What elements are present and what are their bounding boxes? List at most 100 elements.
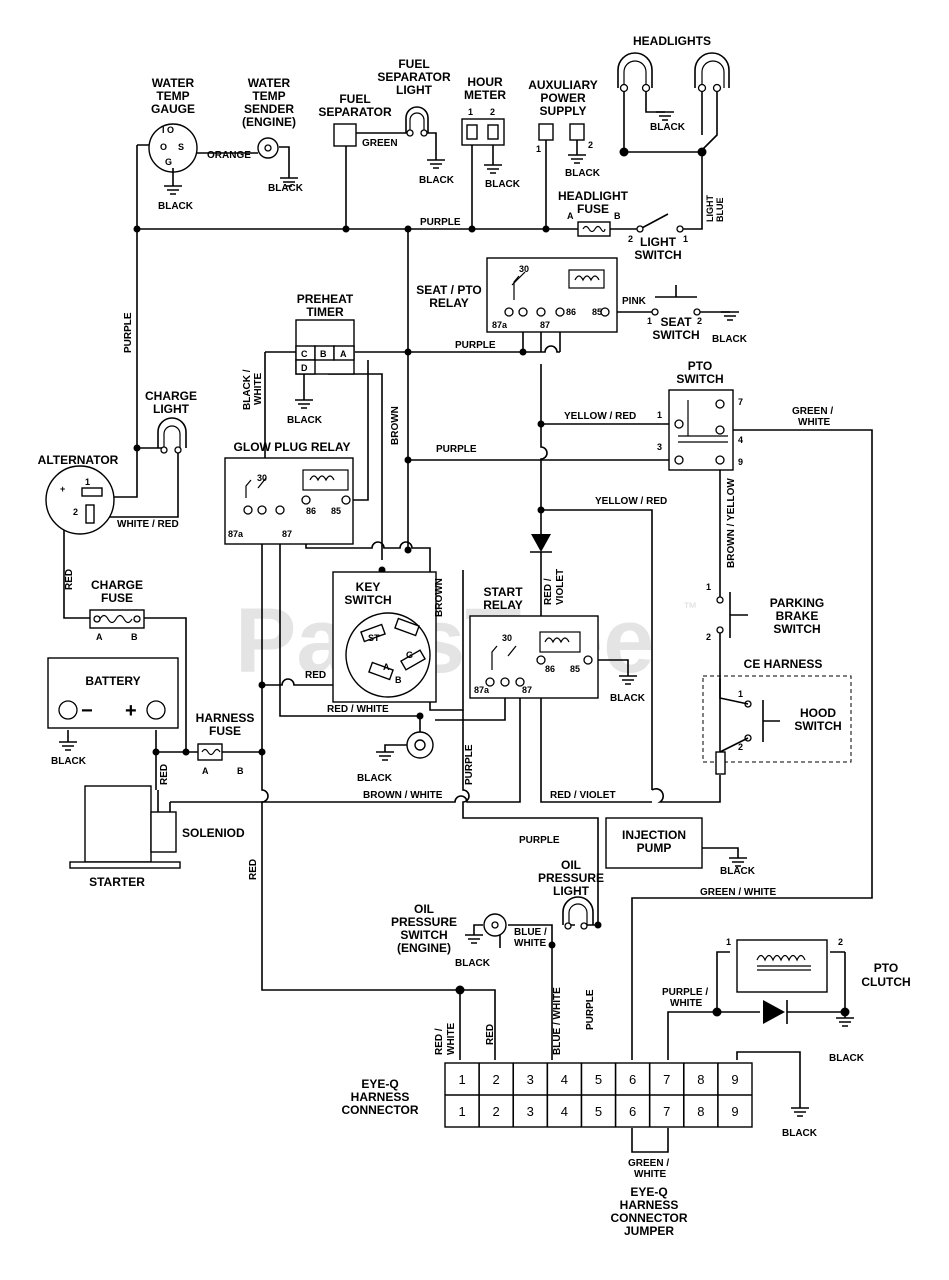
spr-label-1: SEAT / PTO <box>416 283 482 297</box>
ss-pin-1: 1 <box>647 316 652 326</box>
pto-pin-7: 7 <box>738 397 743 407</box>
ground-symbols <box>59 111 854 1117</box>
wire-label-orange: ORANGE <box>207 150 251 161</box>
glow-plug-relay: 30 87a 87 86 85 GLOW PLUG RELAY <box>224 440 354 545</box>
sender-label-3: SENDER <box>244 102 294 116</box>
diode <box>530 534 552 553</box>
wire-label-yellow-red: YELLOW / RED <box>595 496 667 507</box>
ks-pin-g: G <box>406 650 413 660</box>
cf-pin-b: B <box>131 632 138 642</box>
fuel-separator: FUEL SEPARATOR GREEN <box>318 92 397 149</box>
ss-pin-2: 2 <box>697 316 702 326</box>
cf-label-1: CHARGE <box>91 578 143 592</box>
gpr-pin-87: 87 <box>282 529 292 539</box>
wire-label-red-white: WHITE <box>446 1022 457 1055</box>
pb-pin-2: 2 <box>706 632 711 642</box>
ss-label-2: SWITCH <box>652 328 699 342</box>
harness-fuse: A B HARNESS FUSE <box>196 711 255 776</box>
start-relay: 30 87a 87 86 85 START RELAY <box>469 585 599 699</box>
wire-label-brown: BROWN <box>434 578 445 617</box>
pb-label-2: BRAKE <box>776 609 819 623</box>
pt-pin-c: C <box>301 349 308 359</box>
clutch-pin-2: 2 <box>838 937 843 947</box>
watermark-tm: ™ <box>683 599 697 615</box>
oil-pressure-switch: OIL PRESSURE SWITCH (ENGINE) <box>391 902 507 955</box>
wire-label-blue-white: BLUE / <box>514 927 547 938</box>
water-temp-gauge: I O O S G WATER TEMP GAUGE <box>148 76 198 186</box>
connector-pin-bottom-5: 5 <box>595 1104 602 1119</box>
hm-pin-1: 1 <box>468 107 473 117</box>
key-switch: ST G B A KEY SWITCH <box>332 571 437 703</box>
hour-meter: 1 2 HOUR METER <box>461 75 506 146</box>
wire-label-green-white: GREEN / <box>628 1158 669 1169</box>
gauge-label-3: GAUGE <box>151 102 195 116</box>
wire-label-red-violet: RED / <box>543 578 554 605</box>
black-label: BLACK <box>712 334 748 345</box>
gauge-term-o: O <box>167 125 174 135</box>
parking-brake-switch: 1 2 PARKING BRAKE SWITCH <box>706 582 824 642</box>
wire-label-yellow-red: YELLOW / RED <box>564 411 636 422</box>
spr-pin-86: 86 <box>566 307 576 317</box>
sender-label-1: WATER <box>248 76 291 90</box>
wire-label-red: RED <box>485 1024 496 1045</box>
ground-icon <box>729 857 747 867</box>
black-label: BLACK <box>287 415 323 426</box>
ops-label-3: SWITCH <box>400 928 447 942</box>
preheat-timer: C B A D PREHEAT TIMER <box>295 292 355 375</box>
charge-fuse: A B CHARGE FUSE <box>89 578 145 642</box>
ls-label-1: LIGHT <box>640 235 677 249</box>
wire-label-pink: PINK <box>622 296 647 307</box>
engine-ground-coil <box>384 716 434 759</box>
fuel-separator-light: FUEL SEPARATOR LIGHT <box>377 57 451 137</box>
connector-pin-bottom-1: 1 <box>458 1104 465 1119</box>
pt-pin-d: D <box>301 363 308 373</box>
eye-q-harness-connector: EYE-Q HARNESS CONNECTOR EYE-Q HARNESS CO… <box>341 1062 753 1238</box>
ground-icon <box>721 311 739 321</box>
gpr-pin-87a: 87a <box>228 529 244 539</box>
ip-label-2: PUMP <box>637 841 672 855</box>
starter-label: STARTER <box>89 875 145 889</box>
battery-plus: + <box>125 700 137 722</box>
sender-label-2: TEMP <box>252 89 285 103</box>
black-label: BLACK <box>650 122 686 133</box>
ss-label-1: SEAT <box>660 315 692 329</box>
wire-label-blue-white: WHITE <box>514 938 547 949</box>
pto-pin-4: 4 <box>738 435 743 445</box>
cf-label-2: FUSE <box>101 591 133 605</box>
battery-minus: − <box>81 700 93 722</box>
wire-label-purple: PURPLE <box>436 444 477 455</box>
pb-label-3: SWITCH <box>773 622 820 636</box>
spr-pin-87: 87 <box>540 320 550 330</box>
junction-dots <box>133 147 850 1017</box>
connector-pin-top-8: 8 <box>697 1072 704 1087</box>
injection-pump: INJECTION PUMP <box>605 817 703 869</box>
wire-label-purple: PURPLE <box>420 217 461 228</box>
ls-label-2: SWITCH <box>634 248 681 262</box>
spr-pin-87a: 87a <box>492 320 508 330</box>
black-label: BLACK <box>610 693 646 704</box>
ground-icon <box>568 154 586 164</box>
ground-icon <box>427 159 445 169</box>
hf-pin-b: B <box>614 211 621 221</box>
wire-label-purple-white: PURPLE / <box>662 987 708 998</box>
seat-pto-relay: 30 87a 87 86 85 SEAT / PTO RELAY PINK <box>416 257 647 333</box>
pto-pin-1: 1 <box>657 410 662 420</box>
fsl-label-1: FUEL <box>398 57 429 71</box>
wire-label-red-violet: VIOLET <box>555 569 566 605</box>
charge-light: CHARGE LIGHT <box>145 389 197 454</box>
pt-label-2: TIMER <box>306 305 344 319</box>
connector-pin-top-2: 2 <box>493 1072 500 1087</box>
spr-pin-30: 30 <box>519 264 529 274</box>
connector-pin-top-4: 4 <box>561 1072 568 1087</box>
black-label: BLACK <box>268 183 304 194</box>
aux-label-2: POWER <box>540 91 586 105</box>
black-label: BLACK <box>565 168 601 179</box>
wire-color-labels: PURPLE PURPLE PURPLE PURPLE PURPLE PURPL… <box>64 217 833 1180</box>
wire-label-purple: PURPLE <box>519 835 560 846</box>
battery-label: BATTERY <box>85 674 140 688</box>
wire-label-brown-white: BROWN / WHITE <box>363 790 443 801</box>
gauge-label-1: WATER <box>152 76 195 90</box>
hm-pin-2: 2 <box>490 107 495 117</box>
cl-label-1: CHARGE <box>145 389 197 403</box>
fuel-sep-label-2: SEPARATOR <box>318 105 392 119</box>
